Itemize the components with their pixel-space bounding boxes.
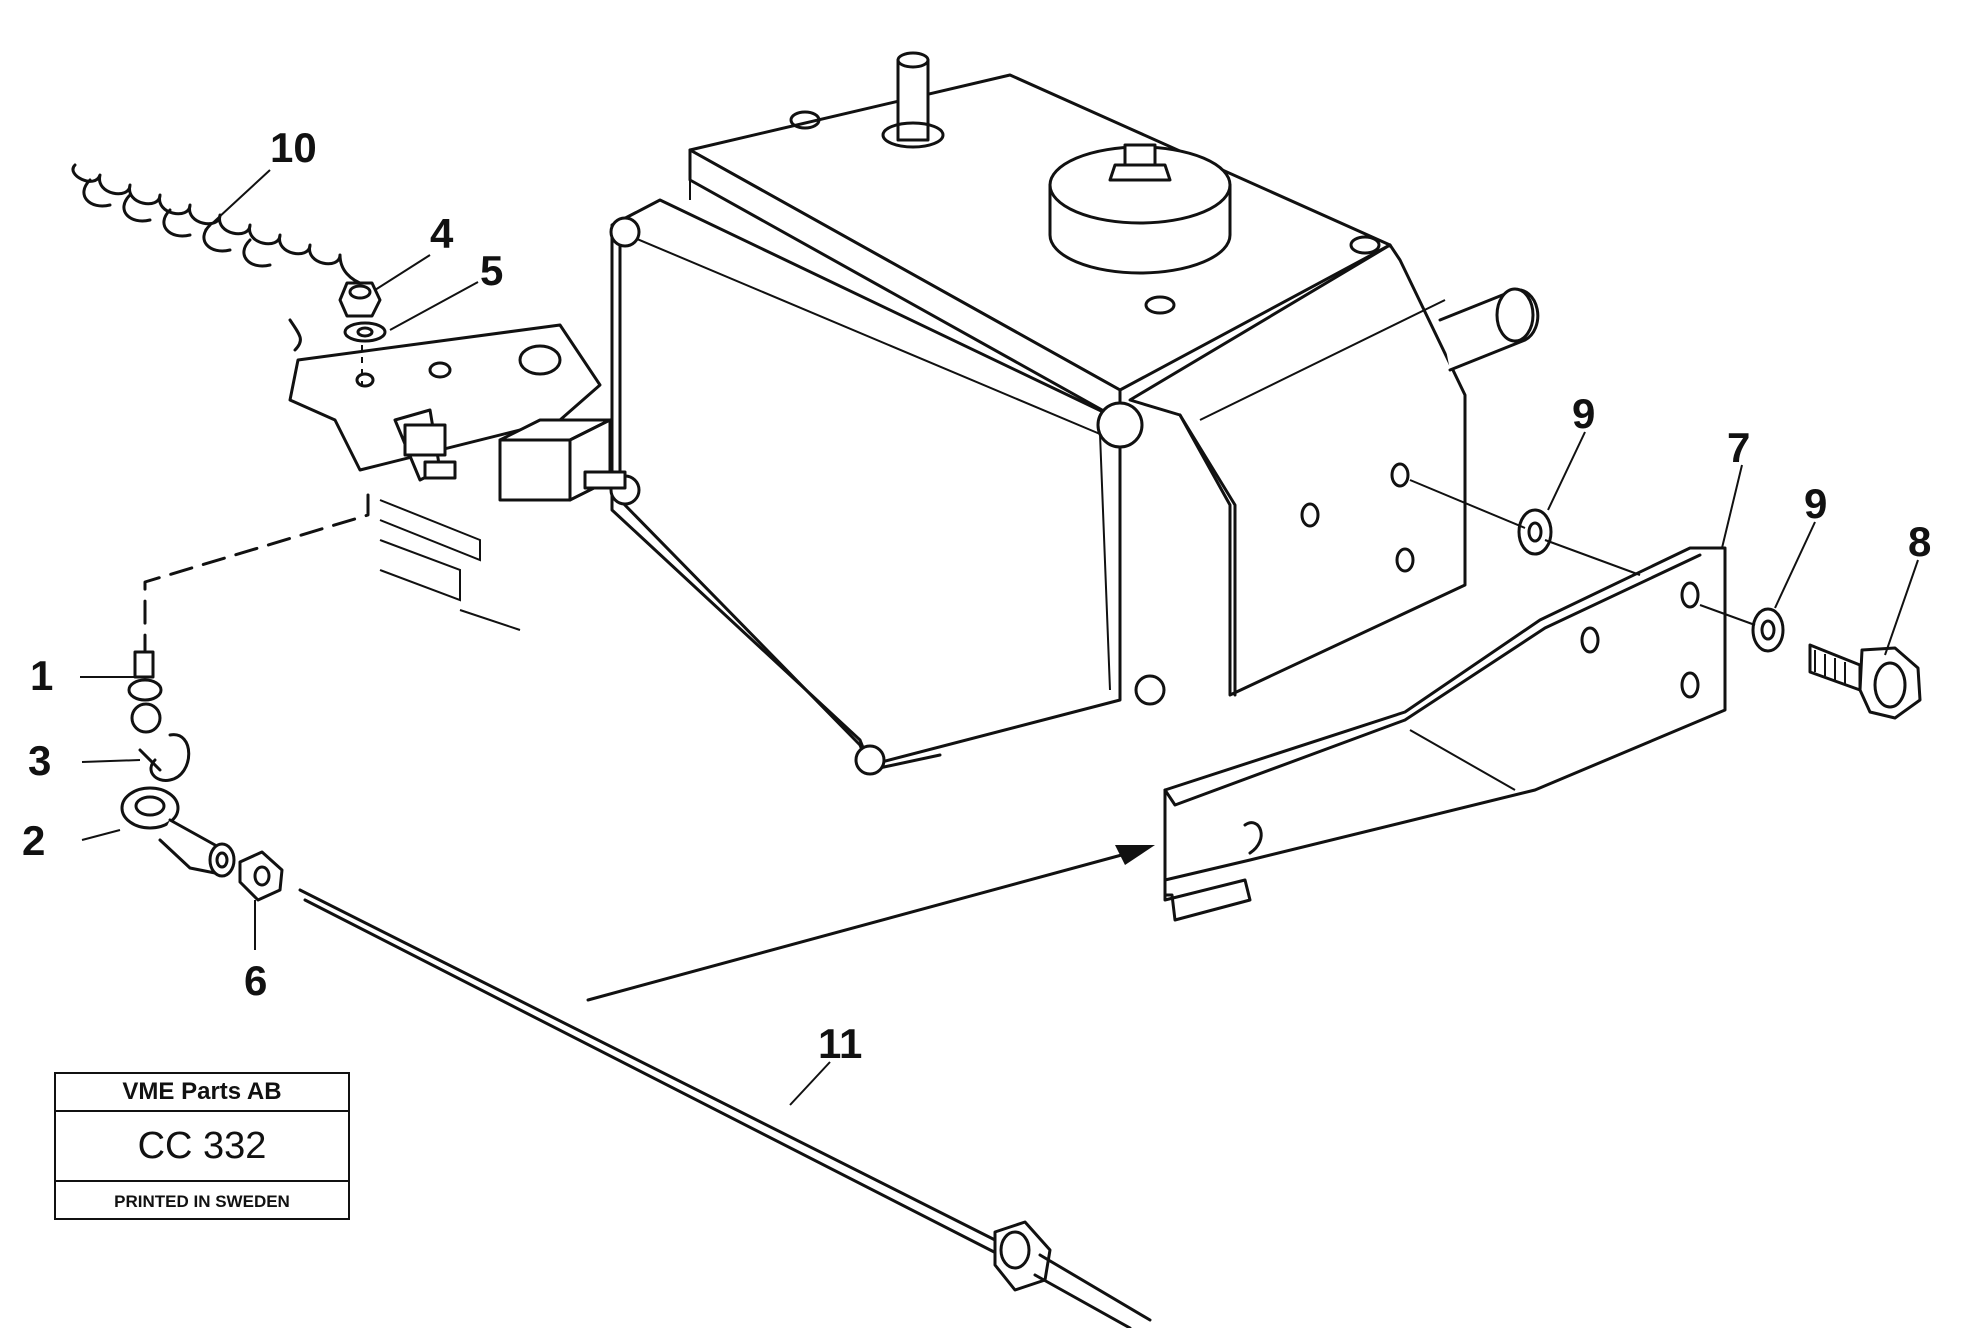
callout-11: 11 xyxy=(818,1020,862,1067)
nut-4 xyxy=(338,281,382,318)
callout-1: 1 xyxy=(30,652,53,699)
washer-9-inner xyxy=(1517,508,1553,556)
callout-6: 6 xyxy=(244,957,267,1004)
drawing-code: CC 332 xyxy=(56,1112,348,1182)
spring xyxy=(71,163,367,352)
company-name: VME Parts AB xyxy=(56,1074,348,1112)
cable-rod xyxy=(298,888,1152,1328)
dashed-connection-line xyxy=(143,493,370,652)
callout-5: 5 xyxy=(480,247,503,294)
linkage-bracket xyxy=(288,323,627,631)
ball-stud-1 xyxy=(127,650,163,734)
title-block: VME Parts AB CC 332 PRINTED IN SWEDEN xyxy=(54,1072,350,1220)
callout-3: 3 xyxy=(28,737,51,784)
printed-note: PRINTED IN SWEDEN xyxy=(114,1192,290,1211)
callout-2: 2 xyxy=(22,817,45,864)
leader-lines xyxy=(80,169,1919,1106)
callout-7: 7 xyxy=(1727,424,1750,471)
callout-4: 4 xyxy=(430,210,454,257)
washer-5 xyxy=(343,321,387,343)
arrow-line xyxy=(586,845,1155,1002)
washer-9-outer xyxy=(1751,607,1785,653)
callout-9-inner: 9 xyxy=(1572,390,1595,437)
callout-8: 8 xyxy=(1908,518,1931,565)
callout-9-outer: 9 xyxy=(1804,480,1827,527)
clip-3 xyxy=(138,733,191,782)
bolt-8 xyxy=(1808,643,1922,720)
control-box-housing xyxy=(609,51,1540,776)
lever-7 xyxy=(1163,546,1727,922)
callout-10: 10 xyxy=(270,124,317,171)
nut-6 xyxy=(238,850,284,902)
rod-end-2 xyxy=(120,786,236,878)
